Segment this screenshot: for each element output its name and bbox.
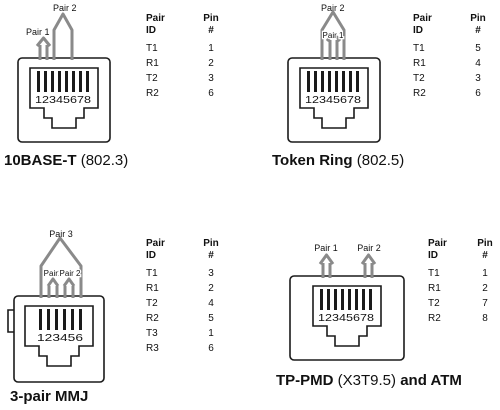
jack-body xyxy=(289,275,405,361)
connector-title-token-ring: Token Ring (802.5) xyxy=(272,152,405,169)
pin-number-row: 12345678 xyxy=(35,94,91,106)
pin-contacts xyxy=(307,71,359,92)
pair2-wire xyxy=(52,12,74,60)
pair-label-1: Pair 1 xyxy=(314,243,338,253)
col-header-pin: Pin xyxy=(470,13,486,24)
pair2-wire xyxy=(62,277,76,298)
jack-opening xyxy=(299,67,369,129)
col-header-id: ID xyxy=(413,25,423,36)
pin-contacts xyxy=(39,309,82,330)
col-header-pair: Pair xyxy=(146,13,165,24)
col-header-num: # xyxy=(482,250,488,261)
jack-opening xyxy=(24,305,94,367)
connector-title-3-pair-mmj: 3-pair MMJ xyxy=(10,388,89,405)
pin-contacts xyxy=(320,289,372,310)
col-header-pair: Pair xyxy=(413,13,432,24)
pair2-wire xyxy=(320,10,346,60)
rj45-jack-10base-t: 12345678 Pair 1 Pair 2 xyxy=(17,3,111,143)
pair-label-3: Pair 3 xyxy=(49,229,73,239)
col-header-pair: Pair xyxy=(428,238,447,249)
mmj-latch xyxy=(7,309,14,333)
jack-opening xyxy=(312,285,382,347)
col-header-id: ID xyxy=(146,250,156,261)
pair1-wire xyxy=(325,31,342,60)
pin-number-row: 12345678 xyxy=(318,312,374,324)
col-header-id: ID xyxy=(428,250,438,261)
pair-label-1: Pair 1 xyxy=(323,31,344,40)
col-header-pin: Pin xyxy=(203,238,219,249)
pin-contacts xyxy=(37,71,89,92)
pair-label-2: Pair 2 xyxy=(357,243,381,253)
col-header-num: # xyxy=(475,25,481,36)
col-header-pair: Pair xyxy=(146,238,165,249)
col-header-id: ID xyxy=(146,25,156,36)
rj45-jack-token-ring: 12345678 Pair 2 Pair 1 xyxy=(287,3,381,143)
pair-label-1: Pair1 xyxy=(44,269,63,278)
col-header-pin: Pin xyxy=(203,13,219,24)
col-header-num: # xyxy=(208,250,214,261)
col-header-pin: Pin xyxy=(477,238,493,249)
pair-label-2: Pair 2 xyxy=(321,3,345,13)
col-header-num: # xyxy=(208,25,214,36)
pair-label-2: Pair 2 xyxy=(60,269,81,278)
pair1-wire xyxy=(318,253,335,278)
rj45-jack-tp-pmd: 12345678 Pair 1 Pair 2 xyxy=(289,243,405,361)
pair1-wire xyxy=(35,36,52,60)
mmj-jack-3-pair: 123456 Pair 3 Pair1 Pair 2 xyxy=(7,229,105,383)
pair-label-2: Pair 2 xyxy=(53,3,77,13)
pair1-wire xyxy=(46,277,60,298)
pin-number-row: 12345678 xyxy=(305,94,361,106)
pin-number-row: 123456 xyxy=(37,332,83,344)
jack-opening xyxy=(29,67,99,129)
pair-label-1: Pair 1 xyxy=(26,27,50,37)
pair3-wire xyxy=(39,236,83,298)
connector-title-10base-t: 10BASE-T (802.3) xyxy=(4,152,129,169)
pair2-wire xyxy=(360,253,377,278)
connector-title-tp-pmd: TP-PMD (X3T9.5) and ATM xyxy=(276,372,462,389)
